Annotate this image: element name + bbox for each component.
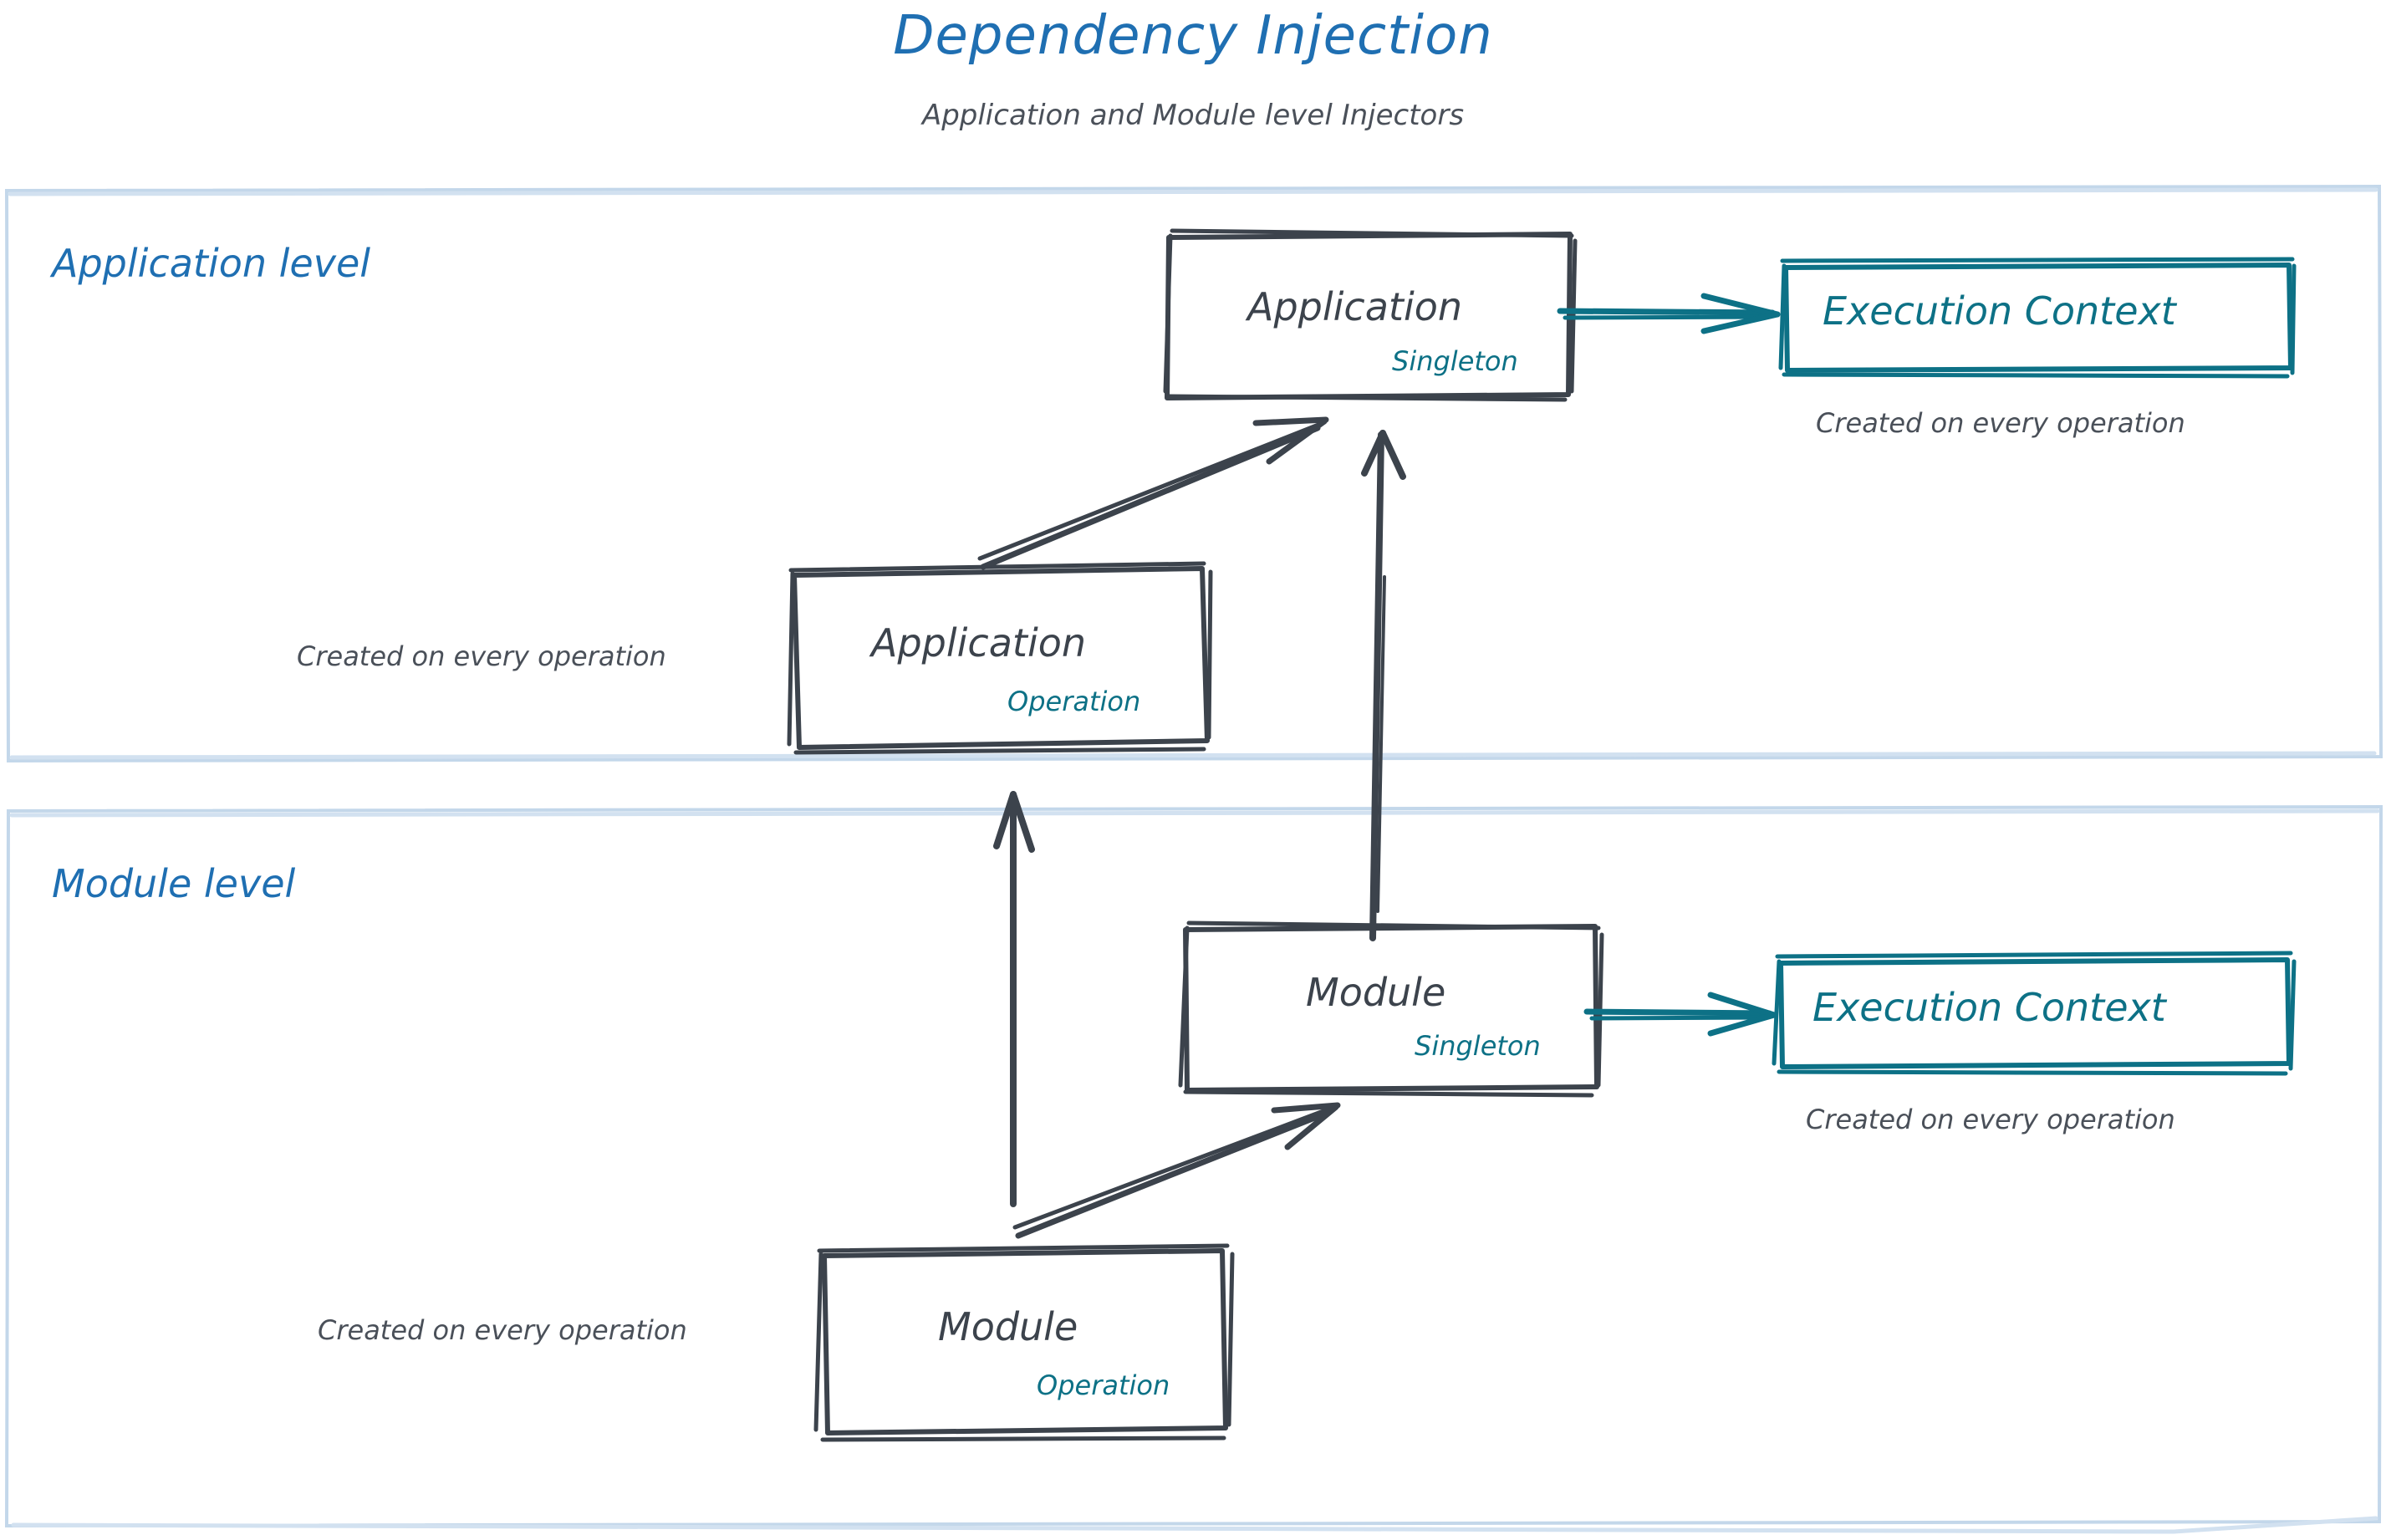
node-module-operation-box	[822, 1248, 1228, 1435]
swimlane-application-level	[4, 184, 2383, 763]
swimlane-application-border	[4, 184, 2383, 763]
node-application-singleton[interactable]	[1163, 228, 1578, 402]
edge-module-op-to-module-singleton	[1012, 1102, 1341, 1239]
node-application-operation[interactable]	[787, 561, 1213, 755]
node-module-operation-sketch	[813, 1243, 1235, 1442]
node-module-singleton-box	[1183, 924, 1599, 1093]
swimlane-module-border-top2	[9, 808, 2380, 818]
edge-app-singleton-to-exec-context	[1557, 293, 1781, 334]
node-application-operation-sketch	[787, 561, 1213, 755]
node-application-operation-box	[792, 566, 1210, 750]
node-execution-context-application-sketch	[1778, 257, 2297, 379]
swimlane-application-border-top2	[8, 187, 2378, 196]
swimlane-module-level	[4, 804, 2383, 1534]
node-execution-context-application[interactable]	[1778, 257, 2297, 379]
node-application-singleton-box	[1165, 232, 1573, 400]
node-execution-context-module[interactable]	[1772, 951, 2297, 1076]
swimlane-application-border-bottom2	[9, 751, 2377, 760]
node-execution-context-module-box	[1778, 957, 2292, 1069]
edge-app-op-to-app-singleton	[977, 416, 1329, 570]
node-module-singleton[interactable]	[1178, 920, 1604, 1098]
node-module-operation[interactable]	[813, 1243, 1235, 1442]
swimlane-module-border	[4, 804, 2383, 1528]
node-execution-context-module-sketch	[1772, 951, 2297, 1076]
edge-module-op-to-app-op	[993, 791, 1035, 1207]
edge-module-singleton-to-exec-context	[1583, 992, 1777, 1037]
node-execution-context-application-box	[1783, 263, 2293, 373]
edge-module-singleton-to-app-singleton	[1361, 430, 1406, 941]
swimlane-module-border-bottom2	[11, 1516, 2378, 1534]
